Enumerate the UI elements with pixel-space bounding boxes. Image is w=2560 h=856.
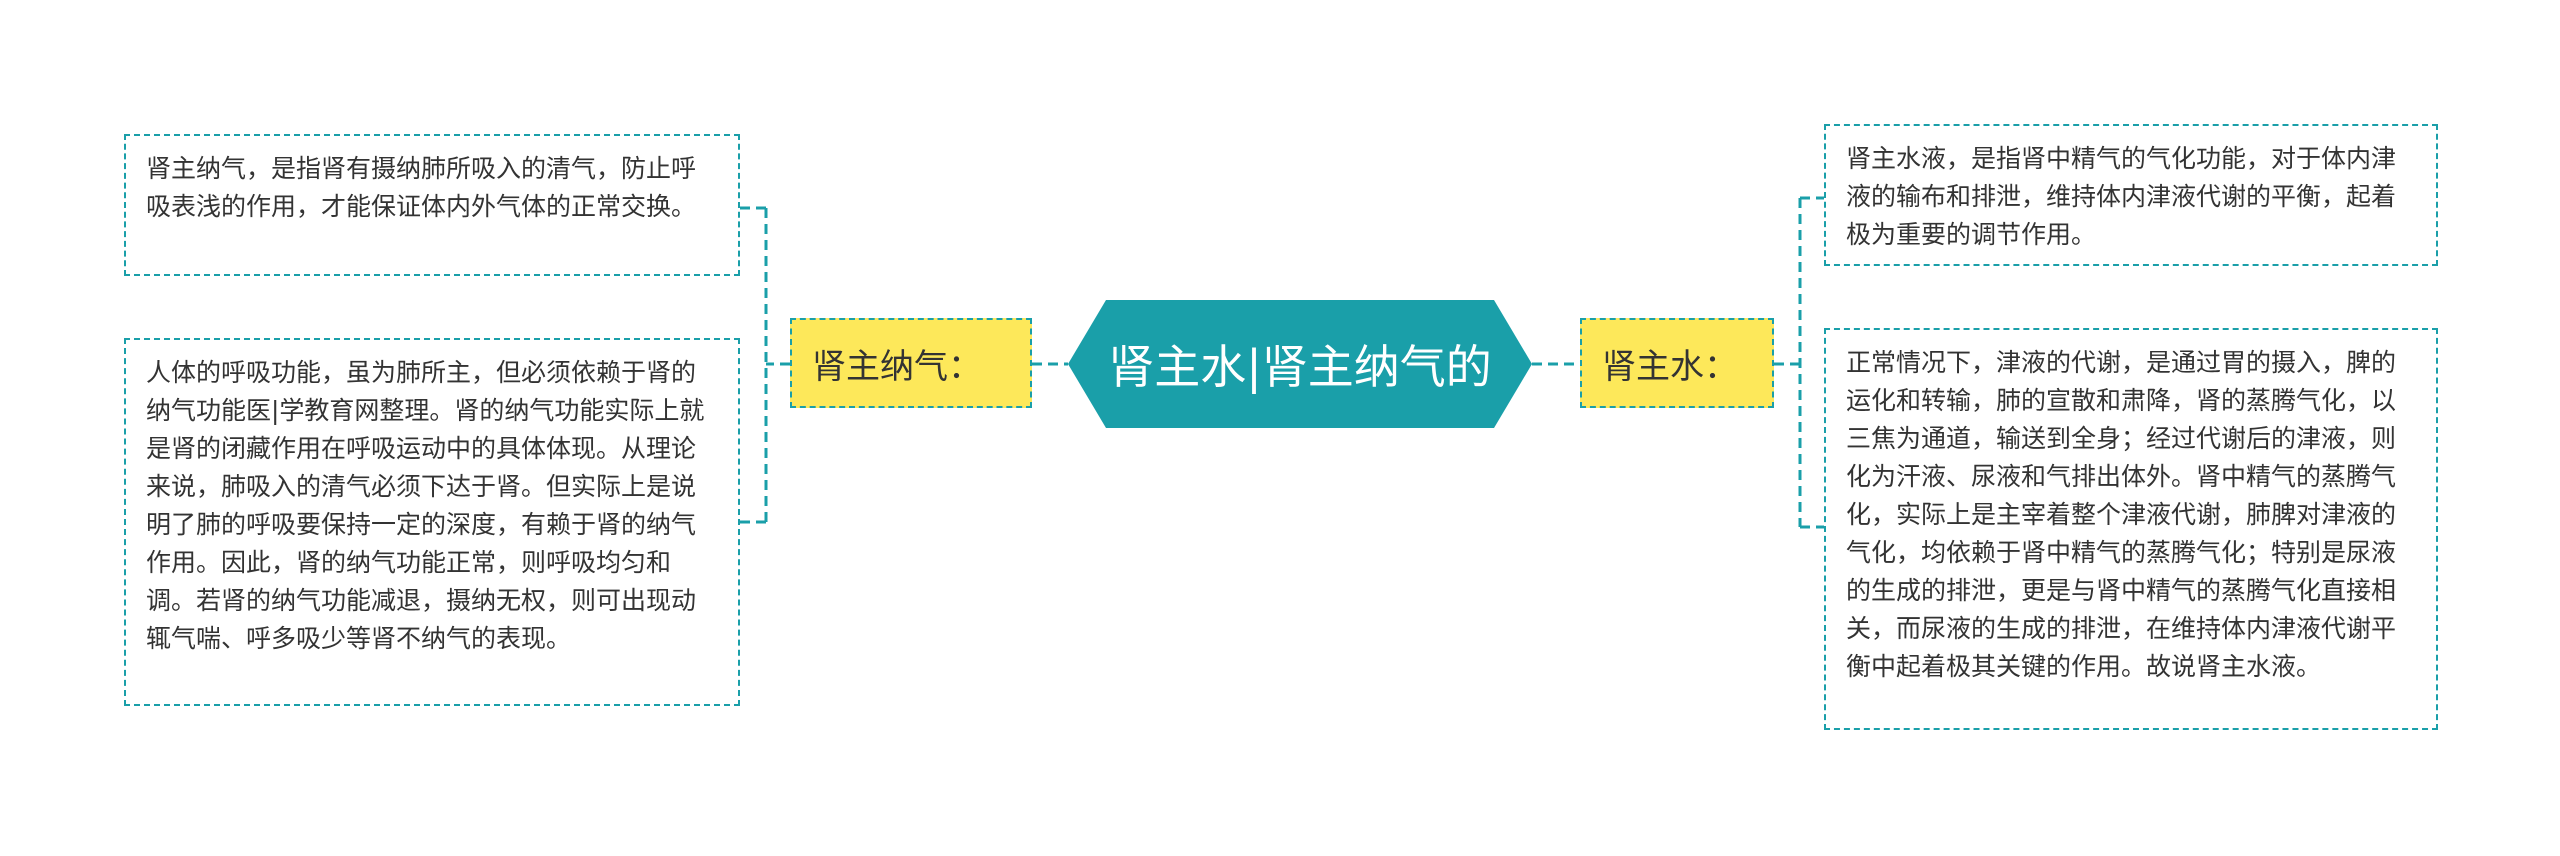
branch-kidney-water-label: 肾主水： — [1602, 346, 1738, 387]
leaf-kidney-qi-explanation[interactable]: 人体的呼吸功能，虽为肺所主，但必须依赖于肾的纳气功能医|学教育网整理。肾的纳气功… — [124, 338, 740, 706]
branch-kidney-qi-label: 肾主纳气： — [812, 346, 982, 387]
branch-kidney-water[interactable]: 肾主水： — [1580, 318, 1774, 408]
connector-right-bracket — [1774, 196, 1824, 529]
connector-left-bracket — [740, 206, 790, 524]
leaf-kidney-water-definition[interactable]: 肾主水液，是指肾中精气的气化功能，对于体内津液的输布和排泄，维持体内津液代谢的平… — [1824, 124, 2438, 266]
leaf-text: 正常情况下，津液的代谢，是通过胃的摄入，脾的运化和转输，肺的宣散和肃降，肾的蒸腾… — [1846, 348, 2397, 681]
leaf-text: 肾主水液，是指肾中精气的气化功能，对于体内津液的输布和排泄，维持体内津液代谢的平… — [1846, 144, 2397, 249]
leaf-kidney-water-explanation[interactable]: 正常情况下，津液的代谢，是通过胃的摄入，脾的运化和转输，肺的宣散和肃降，肾的蒸腾… — [1824, 328, 2438, 730]
leaf-text: 人体的呼吸功能，虽为肺所主，但必须依赖于肾的纳气功能医|学教育网整理。肾的纳气功… — [146, 358, 705, 653]
central-topic-title: 肾主水|肾主纳气的 — [1108, 340, 1492, 394]
central-topic[interactable]: 肾主水|肾主纳气的 — [1068, 300, 1532, 428]
branch-kidney-qi[interactable]: 肾主纳气： — [790, 318, 1032, 408]
leaf-kidney-qi-definition[interactable]: 肾主纳气，是指肾有摄纳肺所吸入的清气，防止呼吸表浅的作用，才能保证体内外气体的正… — [124, 134, 740, 276]
leaf-text: 肾主纳气，是指肾有摄纳肺所吸入的清气，防止呼吸表浅的作用，才能保证体内外气体的正… — [146, 154, 697, 221]
